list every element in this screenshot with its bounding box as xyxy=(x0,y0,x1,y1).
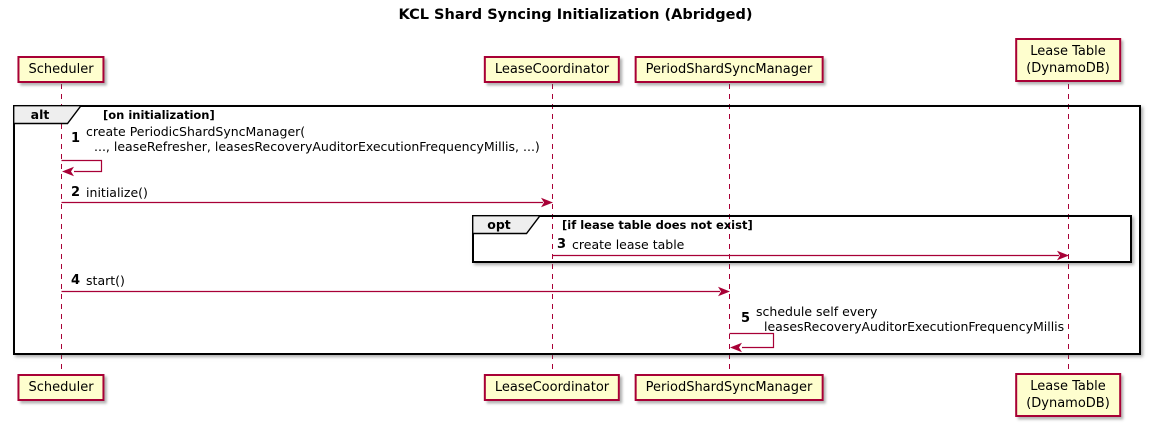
participant-top-lease-coordinator: LeaseCoordinator xyxy=(483,56,621,83)
message-3: 3 create lease table xyxy=(557,237,685,253)
participant-top-period-shard-sync-manager: PeriodShardSyncManager xyxy=(634,56,824,83)
opt-frame: opt [if lease table does not exist] xyxy=(472,215,1132,263)
opt-keyword: opt xyxy=(487,217,511,232)
participant-top-scheduler: Scheduler xyxy=(17,56,105,83)
message-2-number: 2 xyxy=(71,185,81,200)
message-2-text: initialize() xyxy=(86,185,148,200)
message-5-text: schedule self every leasesRecoveryAudito… xyxy=(756,304,1065,334)
alt-keyword: alt xyxy=(30,107,50,122)
alt-frame: alt [on initialization] xyxy=(13,105,1141,355)
message-1: 1 create PeriodicShardSyncManager( ..., … xyxy=(71,124,540,154)
opt-guard: [if lease table does not exist] xyxy=(562,218,753,232)
message-3-text: create lease table xyxy=(572,237,685,252)
message-3-number: 3 xyxy=(557,237,567,252)
message-5-number: 5 xyxy=(741,311,751,327)
participant-bottom-lease-table: Lease Table (DynamoDB) xyxy=(1015,373,1121,417)
message-2: 2 initialize() xyxy=(71,185,148,201)
participant-bottom-scheduler: Scheduler xyxy=(17,374,105,401)
message-4: 4 start() xyxy=(71,273,125,289)
diagram-title: KCL Shard Syncing Initialization (Abridg… xyxy=(398,7,753,23)
message-1-number: 1 xyxy=(71,131,81,147)
message-4-text: start() xyxy=(86,273,125,288)
participant-bottom-period-shard-sync-manager: PeriodShardSyncManager xyxy=(634,374,824,401)
message-1-text: create PeriodicShardSyncManager( ..., le… xyxy=(86,124,540,154)
participant-bottom-lease-coordinator: LeaseCoordinator xyxy=(483,374,621,401)
participant-top-lease-table: Lease Table (DynamoDB) xyxy=(1015,38,1121,82)
opt-frame-pentagon xyxy=(472,215,542,235)
alt-guard: [on initialization] xyxy=(103,108,215,122)
alt-frame-pentagon xyxy=(13,105,83,125)
message-4-number: 4 xyxy=(71,273,81,288)
message-5: 5 schedule self every leasesRecoveryAudi… xyxy=(741,304,1065,334)
